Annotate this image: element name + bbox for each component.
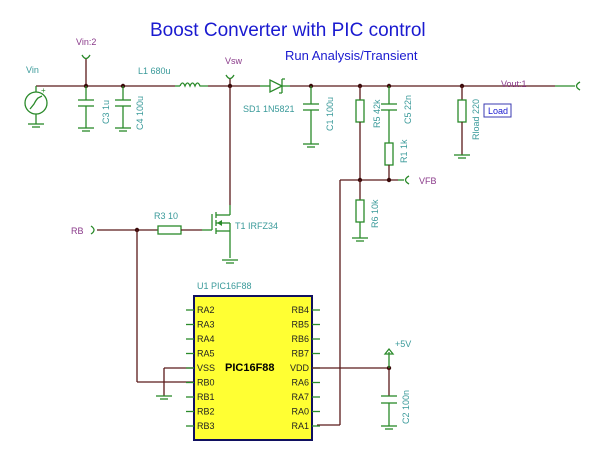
pin-rb0[interactable]: RB0 xyxy=(186,378,215,388)
u1-label: U1 PIC16F88 xyxy=(197,281,252,291)
capacitor-c4[interactable] xyxy=(115,86,131,132)
resistor-r6[interactable] xyxy=(352,180,368,242)
capacitor-c1[interactable] xyxy=(303,86,319,148)
pin-label: RA6 xyxy=(291,378,309,388)
pin-label: RA5 xyxy=(197,349,215,359)
load-button[interactable]: Load xyxy=(483,103,512,118)
capacitor-c2[interactable] xyxy=(381,368,397,430)
pin-label: RA0 xyxy=(291,407,309,417)
c2-label: C2 100n xyxy=(401,390,411,424)
pin-label: RA1 xyxy=(291,421,309,431)
vfb-port[interactable] xyxy=(404,175,410,185)
pin-ra2[interactable]: RA2 xyxy=(186,305,215,315)
vout-port[interactable] xyxy=(575,81,581,91)
r3-label: R3 10 xyxy=(154,211,178,221)
sd1-label: SD1 1N5821 xyxy=(243,104,295,114)
pin-rb6[interactable]: RB6 xyxy=(291,334,320,344)
pin-ra3[interactable]: RA3 xyxy=(186,320,215,330)
pin-label: RB7 xyxy=(291,349,309,359)
resistor-r3[interactable] xyxy=(157,225,182,235)
capacitor-c5[interactable] xyxy=(381,86,397,143)
diode-sd1[interactable] xyxy=(260,78,290,94)
resistor-rload[interactable] xyxy=(454,86,470,159)
vsw-label: Vsw xyxy=(225,56,243,66)
pin-vss[interactable]: VSS xyxy=(186,363,215,373)
r1-label: R1 1k xyxy=(399,139,409,163)
vout-label: Vout:1 xyxy=(501,79,527,89)
svg-text:Load[interactable]: Load xyxy=(488,106,508,116)
schematic-title: Boost Converter with PIC control xyxy=(150,20,426,41)
pin-ra1[interactable]: RA1 xyxy=(291,421,320,431)
vcc-5v-supply[interactable] xyxy=(383,347,395,368)
pin-ra5[interactable]: RA5 xyxy=(186,349,215,359)
pin-label: RA2 xyxy=(197,305,215,315)
pin-ra6[interactable]: RA6 xyxy=(291,378,320,388)
voltage-source-vin[interactable]: + xyxy=(24,86,48,128)
pic16f88-chip[interactable]: PIC16F88 xyxy=(193,295,313,441)
pin-label: RA4 xyxy=(197,334,215,344)
inductor-l1[interactable] xyxy=(175,82,208,88)
r6-label: R6 10k xyxy=(370,199,380,228)
pin-label: RA3 xyxy=(197,320,215,330)
l1-label: L1 680u xyxy=(138,66,171,76)
pin-label: RB2 xyxy=(197,407,215,417)
pin-rb5[interactable]: RB5 xyxy=(291,320,320,330)
rb-label: RB xyxy=(71,226,84,236)
mosfet-t1[interactable] xyxy=(202,205,238,264)
resistor-r5[interactable] xyxy=(355,86,365,180)
pin-ra7[interactable]: RA7 xyxy=(291,392,320,402)
svg-text:+: + xyxy=(41,86,46,95)
resistor-r1[interactable] xyxy=(384,142,394,180)
chip-name: PIC16F88 xyxy=(225,362,275,374)
pin-label: RB6 xyxy=(291,334,309,344)
pin-rb4[interactable]: RB4 xyxy=(291,305,320,315)
pin-label: RB0 xyxy=(197,378,215,388)
t1-label: T1 IRFZ34 xyxy=(235,221,278,231)
pin-label: VDD xyxy=(290,363,310,373)
pin-label: RB5 xyxy=(291,320,309,330)
r5-label: R5 42k xyxy=(372,99,382,128)
vfb-label: VFB xyxy=(419,176,437,186)
vin2-label: Vin:2 xyxy=(76,37,96,47)
pin-rb7[interactable]: RB7 xyxy=(291,349,320,359)
pin-label: RA7 xyxy=(291,392,309,402)
vin2-probe[interactable] xyxy=(81,54,91,86)
pin-rb2[interactable]: RB2 xyxy=(186,407,215,417)
pin-label: RB4 xyxy=(291,305,309,315)
vcc-label: +5V xyxy=(395,339,411,349)
rb-port[interactable] xyxy=(90,225,95,235)
c1-label: C1 100u xyxy=(325,97,335,131)
capacitor-c3[interactable] xyxy=(78,86,94,132)
pin-rb1[interactable]: RB1 xyxy=(186,392,215,402)
c5-label: C5 22n xyxy=(403,95,413,124)
c4-label: C4 100u xyxy=(135,96,145,130)
pin-ra0[interactable]: RA0 xyxy=(291,407,320,417)
pin-ra4[interactable]: RA4 xyxy=(186,334,215,344)
pin-label: RB3 xyxy=(197,421,215,431)
pin-label: RB1 xyxy=(197,392,215,402)
pin-rb3[interactable]: RB3 xyxy=(186,421,215,431)
pin-label: VSS xyxy=(197,363,215,373)
c3-label: C3 1u xyxy=(101,100,111,124)
vin-label: Vin xyxy=(26,65,39,75)
rload-label: Rload 220 xyxy=(471,99,481,140)
junction xyxy=(386,177,392,183)
run-analysis-link[interactable]: Run Analysis/Transient xyxy=(285,48,418,63)
